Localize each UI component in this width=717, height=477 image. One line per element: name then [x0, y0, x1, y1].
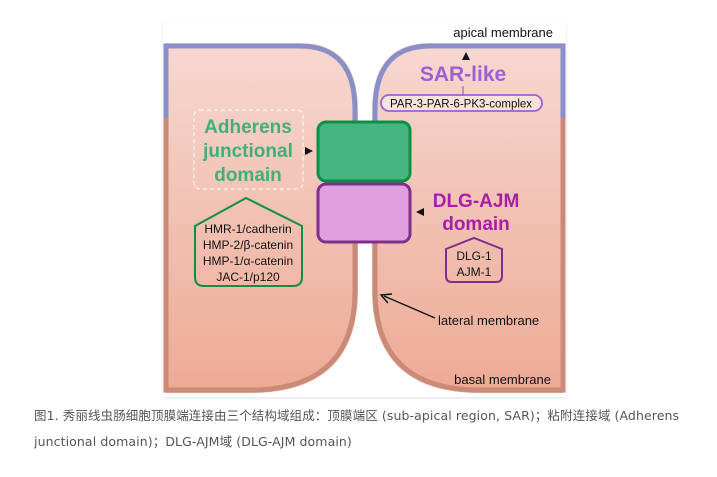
- left-apical-membrane: [163, 43, 358, 122]
- adherens-arrow-icon: [305, 147, 313, 155]
- adherens-junction-box: [316, 120, 412, 183]
- dlg-ajm-label-line1: DLG-AJM: [433, 191, 520, 212]
- sar-like-title: SAR-like: [420, 63, 506, 86]
- lateral-arrow-line: [383, 295, 436, 319]
- adherens-protein-pentagon: [194, 196, 303, 287]
- adherens-protein: HMR-1/cadherin: [204, 222, 291, 236]
- dlg-protein: AJM-1: [457, 265, 492, 279]
- adherens-protein: JAC-1/p120: [216, 270, 280, 284]
- adherens-label-frame: [193, 109, 304, 190]
- adherens-label-line2: junctional: [202, 141, 293, 162]
- sar-complex-box: [380, 94, 543, 112]
- adherens-label-line1: Adherens: [204, 117, 292, 138]
- dlg-protein-pentagon: [445, 236, 503, 283]
- adherens-protein: HMP-2/β-catenin: [203, 238, 293, 252]
- dlg-protein: DLG-1: [456, 249, 492, 263]
- sar-complex-label: PAR-3-PAR-6-PK3-complex: [390, 99, 532, 111]
- adherens-protein-list: HMR-1/cadherin HMP-2/β-catenin HMP-1/α-c…: [203, 222, 293, 284]
- figure-caption-line2: junctional domain)；DLG-AJM域 (DLG-AJM dom…: [34, 434, 352, 449]
- lateral-membrane-label: lateral membrane: [438, 313, 539, 328]
- apical-membrane-label: apical membrane: [453, 25, 553, 40]
- dlg-ajm-label-line2: domain: [442, 214, 510, 235]
- left-lateral-membrane: [163, 118, 358, 393]
- right-apical-membrane: [372, 43, 566, 122]
- left-cell: [166, 43, 358, 393]
- cell-junction-diagram: apical membrane SAR-like PAR-3-PAR-6-PK3…: [163, 22, 566, 397]
- right-lateral-membrane: [372, 118, 566, 393]
- adherens-label-line3: domain: [214, 165, 282, 186]
- adherens-protein: HMP-1/α-catenin: [203, 254, 293, 268]
- figure-caption-line1: 图1. 秀丽线虫肠细胞顶膜端连接由三个结构域组成：顶膜端区 (sub-apica…: [34, 408, 680, 423]
- dlg-ajm-box: [316, 182, 412, 244]
- apical-arrow-icon: [462, 52, 470, 60]
- dlg-ajm-arrow-icon: [416, 208, 424, 216]
- basal-membrane-label: basal membrane: [454, 372, 551, 387]
- lateral-arrow-head-icon: [379, 293, 393, 304]
- right-cell: [372, 43, 563, 393]
